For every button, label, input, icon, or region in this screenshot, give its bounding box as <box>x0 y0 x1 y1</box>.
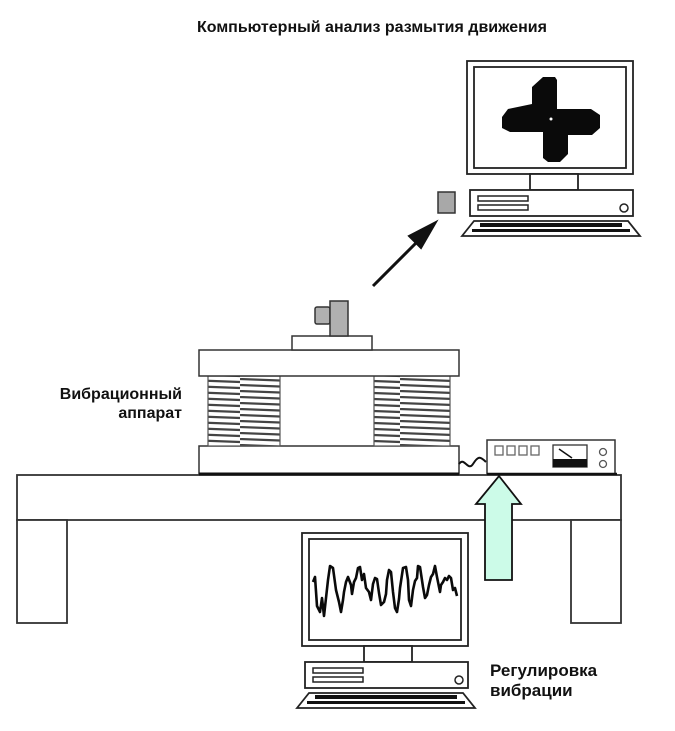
spring-coil-right <box>373 375 451 447</box>
vibration-apparatus-label: Вибрационный аппарат <box>60 385 182 423</box>
analysis-computer <box>460 60 642 237</box>
control-signal-arrow <box>474 474 523 581</box>
vibration-control-label: Регулировка вибрации <box>490 661 597 701</box>
spring-coil-left <box>207 375 281 447</box>
control-computer <box>295 532 477 709</box>
vibration-controller <box>486 439 617 476</box>
controller-knob <box>598 459 608 469</box>
table <box>16 474 622 624</box>
controller-button <box>518 445 528 456</box>
monitor-stand <box>529 173 579 191</box>
drive-bay <box>477 195 529 202</box>
vibration-apparatus-label-line2: аппарат <box>118 405 182 422</box>
vibration-apparatus <box>198 300 460 476</box>
vibration-control-label-line2: вибрации <box>490 681 573 700</box>
analog-meter-icon <box>552 444 588 468</box>
apparatus-base-plate <box>198 445 460 475</box>
table-leg-right <box>570 519 622 624</box>
controller-button <box>494 445 504 456</box>
vibration-control-label-line1: Регулировка <box>490 661 598 680</box>
monitor-stand <box>363 645 413 663</box>
computer-case <box>304 661 469 689</box>
table-top <box>16 474 622 521</box>
controller-knob <box>598 447 608 457</box>
captured-image-icon <box>437 191 456 214</box>
vibration-apparatus-label-line1: Вибрационный <box>59 386 182 403</box>
power-button <box>454 675 464 685</box>
drive-bay <box>312 667 364 674</box>
computer-case <box>469 189 634 217</box>
table-leg-left <box>16 519 68 624</box>
connection-cable <box>458 456 487 468</box>
drive-bay <box>312 676 364 683</box>
controller-button <box>506 445 516 456</box>
image-capture-arrow <box>371 219 439 288</box>
controller-button <box>530 445 540 456</box>
vibration-waveform <box>311 564 459 618</box>
monitor-screen <box>308 538 462 641</box>
apparatus-top-plate <box>198 349 460 377</box>
drive-bay <box>477 204 529 211</box>
camera-icon <box>314 300 349 337</box>
diagram-title: Компьютерный анализ размытия движения <box>197 19 547 36</box>
camera-mount <box>291 335 373 351</box>
power-button <box>619 203 629 213</box>
